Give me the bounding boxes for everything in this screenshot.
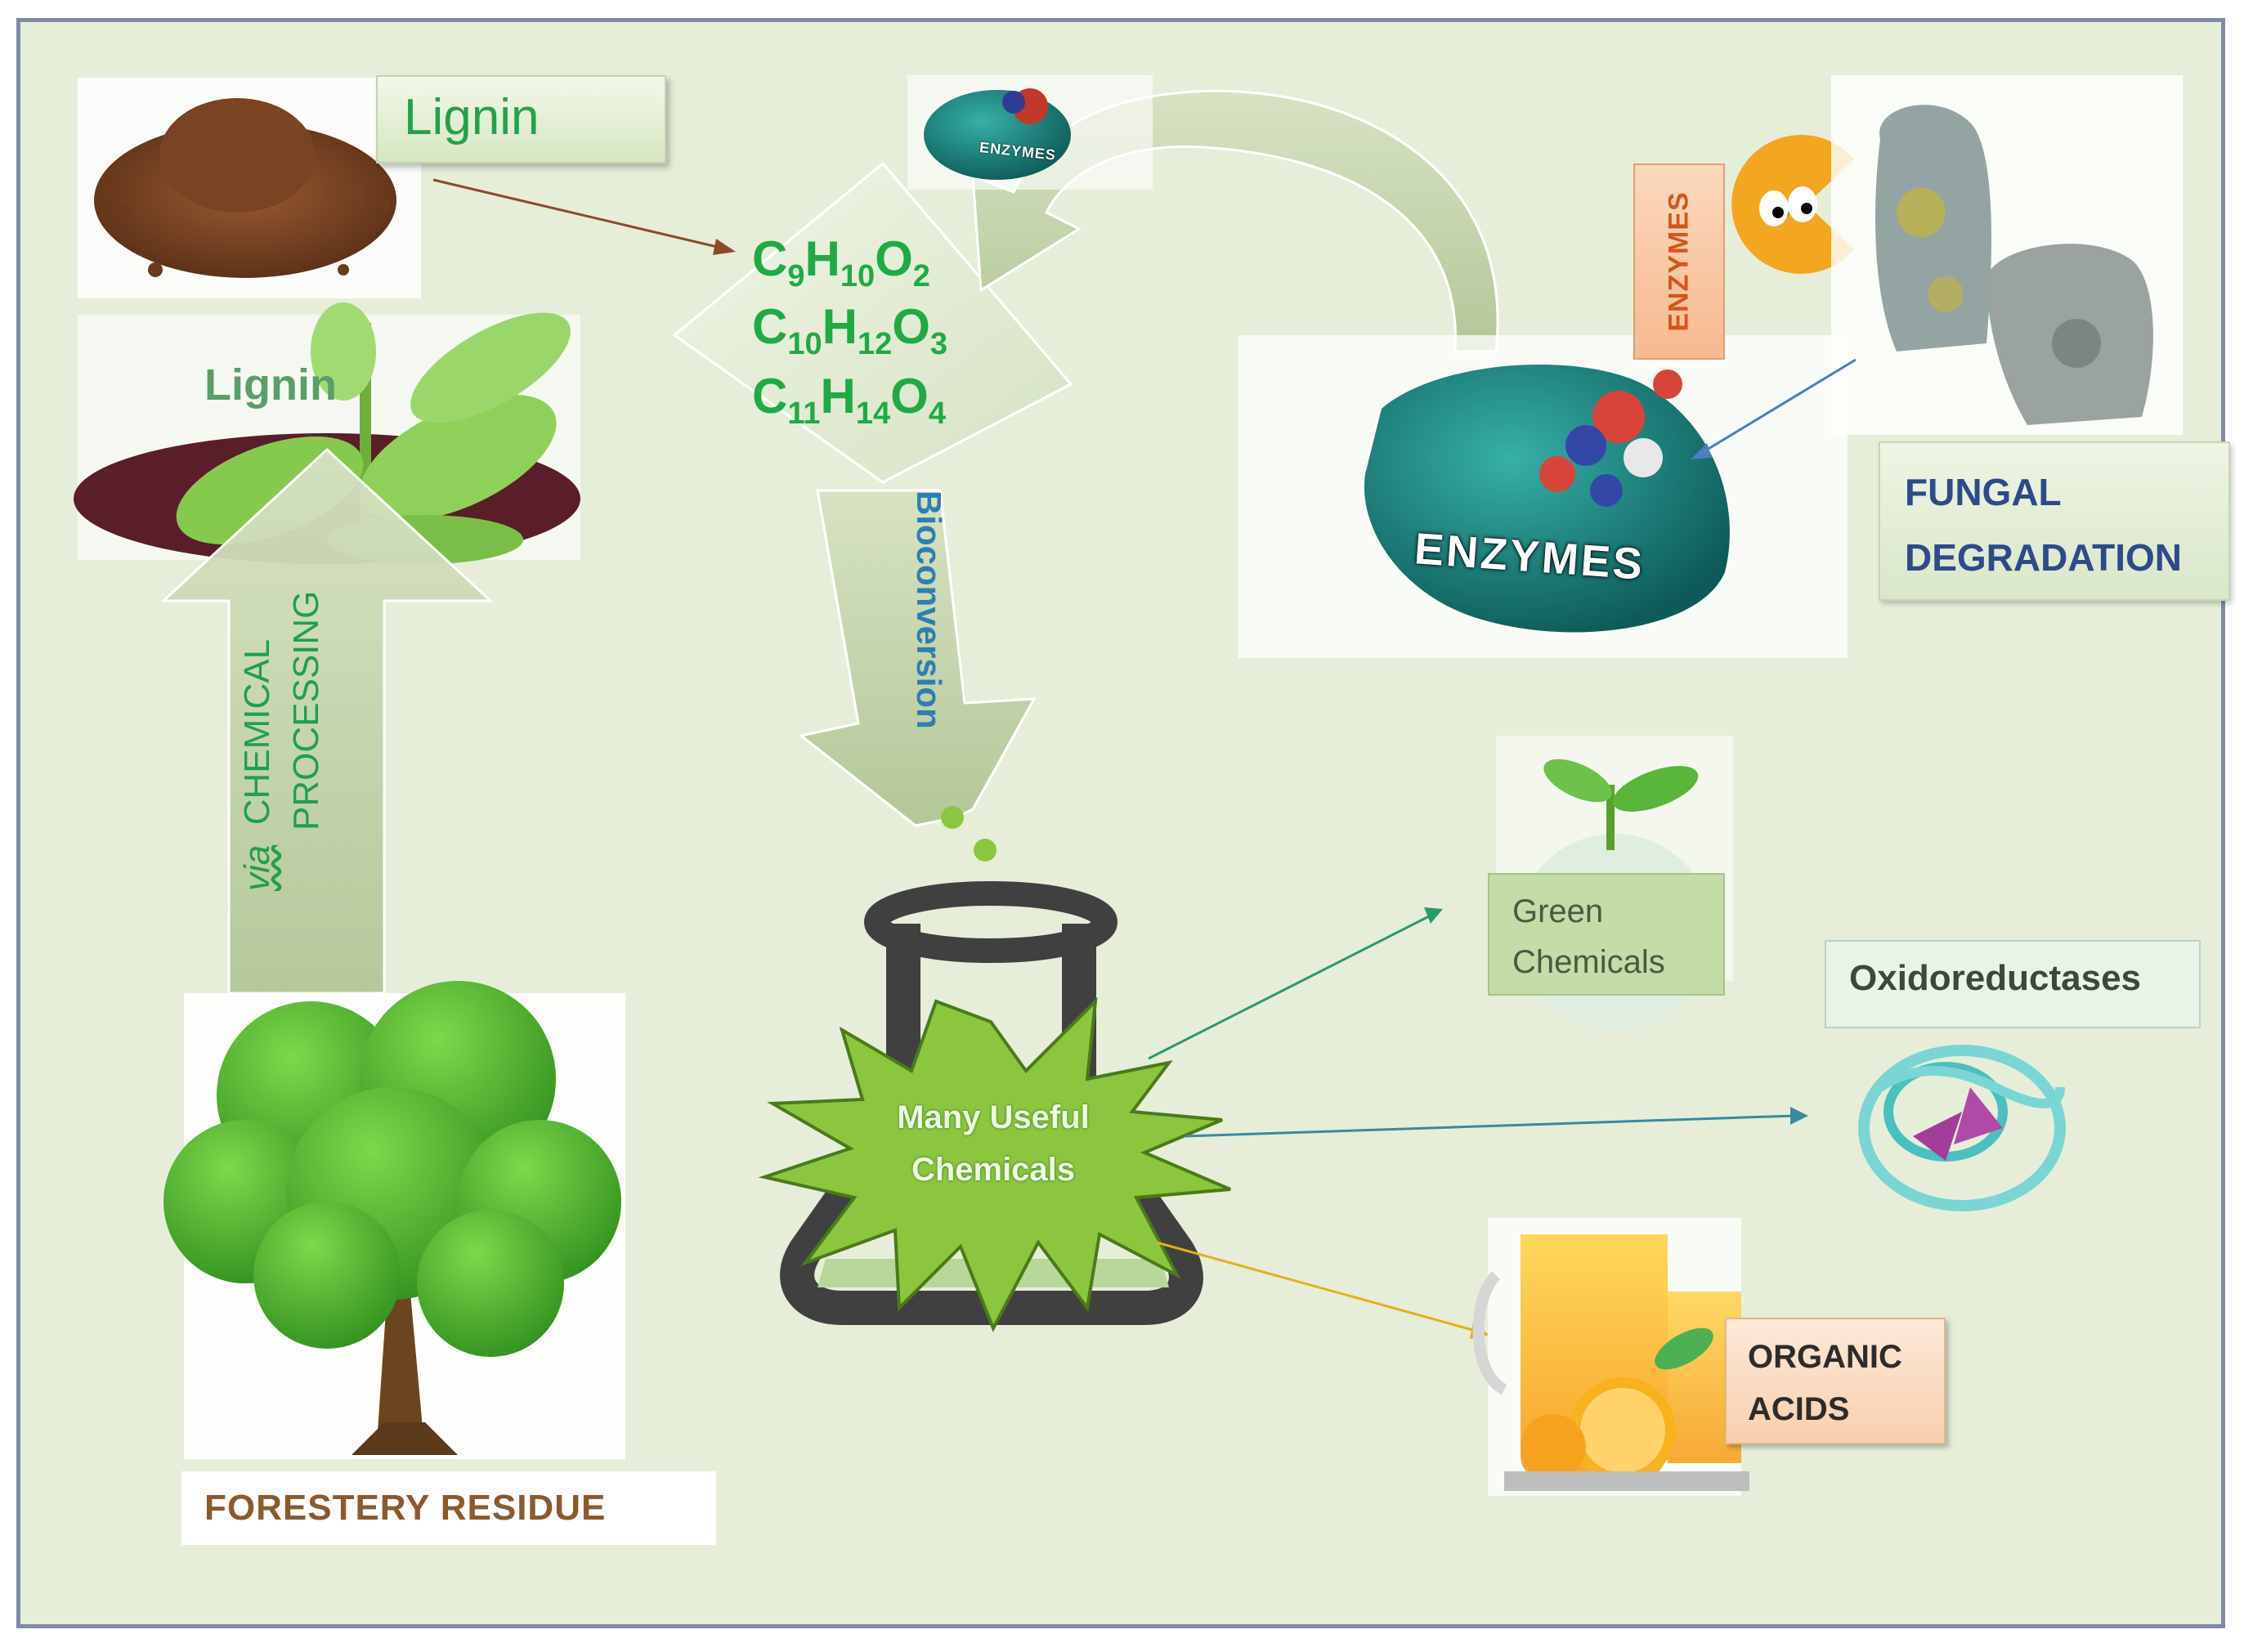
formula-3: C11H14O4 (752, 369, 946, 431)
fungal-to-enzyme-arrow (1700, 358, 1857, 455)
lignin-label: Lignin (404, 89, 540, 146)
forestry-residue-box: FORESTERY RESIDUE (181, 1471, 716, 1545)
to-organic-acids-arrow (1156, 1241, 1476, 1332)
starburst-shape (758, 996, 1231, 1332)
lignin-to-formula-arrow (432, 178, 728, 251)
degradation-label: DEGRADATION (1905, 536, 2183, 579)
to-green-chemicals-arrow (1148, 914, 1431, 1060)
enzymes-large-image (1238, 335, 1848, 658)
formula-diamond (672, 161, 1073, 484)
chemicals-label: Chemicals (1512, 944, 1665, 980)
organic-label: ORGANIC (1748, 1339, 1902, 1375)
lignin-powder-image (78, 78, 421, 298)
moldy-bread-image (1831, 75, 2183, 435)
enzymes-small-box: ENZYMES (1633, 163, 1725, 360)
bioconversion-label: Bioconversion (910, 490, 948, 729)
processing-label: PROCESSING (286, 590, 326, 830)
pacman-icon (1731, 135, 1854, 274)
fungal-label: FUNGAL (1905, 471, 2062, 513)
bioconversion-label-wrap: Bioconversion (907, 490, 956, 760)
starburst-line-2: Chemicals (911, 1152, 1076, 1188)
starburst-line-1: Many Useful (897, 1099, 1090, 1135)
tree-image (163, 981, 625, 1459)
lignin-label-box: Lignin (376, 75, 666, 163)
forestry-residue-label: FORESTERY RESIDUE (204, 1488, 607, 1528)
oxidoreductases-box: Oxidoreductases (1825, 940, 2201, 1028)
bioconversion-arrow (798, 489, 1037, 827)
oxidoreductases-label: Oxidoreductases (1849, 958, 2142, 998)
organic-acids-box: ORGANIC ACIDS (1725, 1318, 1946, 1444)
lignin-leaf-label: Lignin (204, 360, 337, 410)
formula-1: C9H10O2 (752, 231, 930, 293)
enzymes-small-image (907, 75, 1153, 190)
via-label: via (237, 844, 277, 891)
enzymes-small-label: ENZYMES (1663, 191, 1695, 332)
organic-acids-juice-image (1472, 1218, 1749, 1496)
green-label: Green (1512, 893, 1604, 929)
chemical-processing-label: via CHEMICAL PROCESSING (233, 591, 331, 891)
drop-1 (941, 806, 964, 829)
drop-2 (974, 839, 997, 862)
acids-label: ACIDS (1748, 1391, 1850, 1427)
formula-2: C10H12O3 (752, 299, 948, 361)
to-oxidoreductases-arrow (1185, 1114, 1795, 1138)
green-chemicals-box: Green Chemicals (1488, 873, 1725, 996)
oxidoreductase-protein-image (1858, 1045, 2066, 1211)
chemical-label: CHEMICAL (237, 638, 277, 826)
starburst-label: Many Useful Chemicals (871, 1091, 1116, 1196)
fungal-degradation-box: FUNGAL DEGRADATION (1879, 441, 2230, 601)
chemical-processing-arrow (160, 447, 494, 995)
